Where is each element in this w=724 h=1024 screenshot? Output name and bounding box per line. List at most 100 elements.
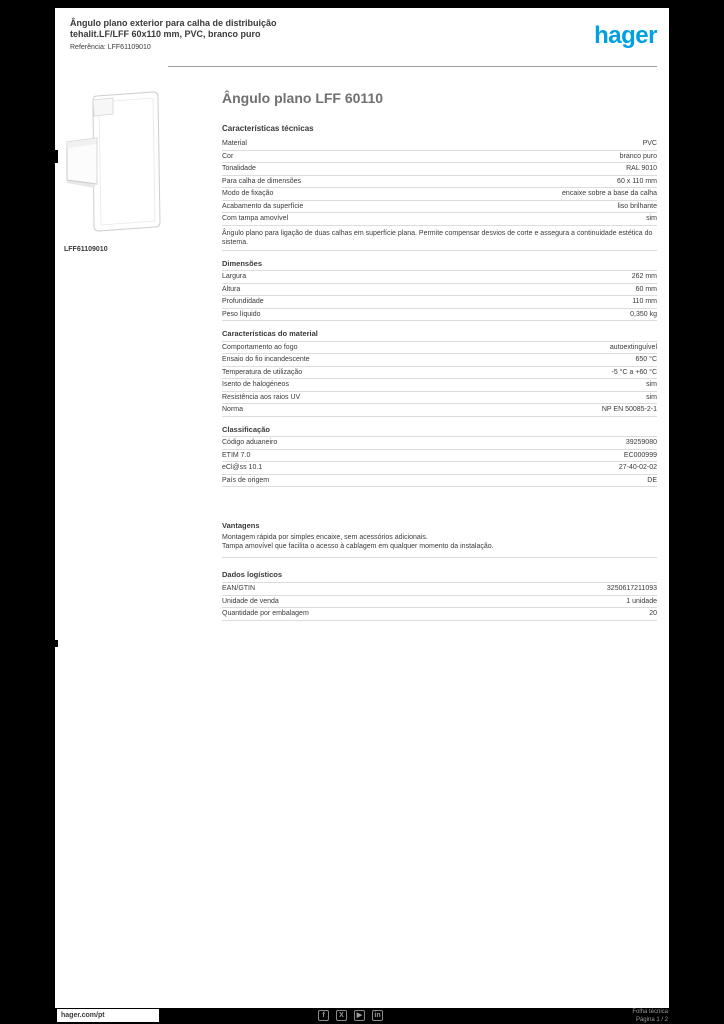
spec-group-title: Dimensões xyxy=(222,251,657,271)
spec-label: Tonalidade xyxy=(222,165,256,172)
spec-row: Modo de fixação encaixe sobre a base da c… xyxy=(222,188,657,201)
spec-row: Comportamento ao fogo autoextinguível xyxy=(222,342,657,354)
spec-row: Resistência aos raios UV sim xyxy=(222,392,657,404)
spec-value: 1 unidade xyxy=(626,597,657,605)
footer-doc-type: Folha técnica xyxy=(632,1009,668,1015)
spec-label: Modo de fixação xyxy=(222,190,274,197)
spec-group-title: Características do material xyxy=(222,321,657,342)
spec-row: Peso líquido 0,350 kg xyxy=(222,309,657,321)
spec-label: Cor xyxy=(222,152,234,160)
document-title-line2: tehalit.LF/LFF 60x110 mm, PVC, branco pu… xyxy=(70,29,261,39)
registration-mark-bottom xyxy=(48,640,58,647)
youtube-icon[interactable]: ▶ xyxy=(354,1010,365,1021)
x-icon[interactable]: X xyxy=(336,1010,347,1021)
document-title-line1: Ângulo plano exterior para calha de dist… xyxy=(70,18,277,28)
product-title: Ângulo plano LFF 60110 xyxy=(222,90,384,106)
spec-label: Comportamento ao fogo xyxy=(222,343,298,351)
spec-row: Com tampa amovível sim xyxy=(222,213,657,226)
spec-row: ETIM 7.0 EC000999 xyxy=(222,450,657,462)
spec-label: Com tampa amovível xyxy=(222,215,289,222)
spec-value: 27-40-02-02 xyxy=(618,464,657,471)
logistics-header: Dados logísticos xyxy=(222,570,657,583)
advantages-lines: Montagem rápida por simples encaixe, sem… xyxy=(222,533,657,551)
datasheet-page: Ângulo plano exterior para calha de dist… xyxy=(55,8,669,1008)
advantages-section: Vantagens Montagem rápida por simples en… xyxy=(222,521,657,558)
spec-label: Peso líquido xyxy=(222,310,261,318)
spec-value: EC000999 xyxy=(623,451,657,459)
spec-value: encaixe sobre a base da calha xyxy=(562,190,657,197)
logistics-row: EAN/GTIN 3250617211093 xyxy=(222,583,657,596)
spec-label: Para calha de dimensões xyxy=(222,177,301,185)
spec-label: Material xyxy=(222,140,247,147)
spec-row: Temperatura de utilização -5 °C a +60 °C xyxy=(222,367,657,379)
spec-label: Quantidade por embalagem xyxy=(222,610,309,617)
spec-row: Norma NP EN 50085-2-1 xyxy=(222,404,657,417)
spec-value: branco puro xyxy=(619,152,657,160)
spec-label: EAN/GTIN xyxy=(222,585,256,592)
spec-label: Altura xyxy=(222,285,241,293)
spec-value: 60 x 110 mm xyxy=(617,177,657,185)
spec-row: Largura 262 mm xyxy=(222,271,657,284)
spec-row: eCl@ss 10.1 27-40-02-02 xyxy=(222,462,657,475)
spec-value: 262 mm xyxy=(631,273,657,280)
spec-label: Resistência aos raios UV xyxy=(222,393,301,401)
spec-row: Para calha de dimensões 60 x 110 mm xyxy=(222,176,657,188)
spec-value: 3250617211093 xyxy=(606,585,657,592)
document-reference: Referência: LFF61109010 xyxy=(70,44,151,51)
advantage-line: Montagem rápida por simples encaixe, sem… xyxy=(222,534,428,541)
spec-label: Isento de halogéneos xyxy=(222,381,289,388)
spec-value: 60 mm xyxy=(635,285,657,293)
spec-value: sim xyxy=(646,393,657,401)
spec-row: Ensaio do fio incandescente 650 °C xyxy=(222,354,657,367)
footer-page-info: Folha técnica Página 1 / 2 xyxy=(632,1009,668,1024)
spec-note: Ângulo plano para ligação de duas calhas… xyxy=(222,226,657,251)
spec-label: Código aduaneiro xyxy=(222,439,278,446)
spec-value: DE xyxy=(647,476,657,484)
product-image xyxy=(61,88,167,238)
logistics-row: Quantidade por embalagem 20 xyxy=(222,608,657,621)
header-title-block: Ângulo plano exterior para calha de dist… xyxy=(70,18,277,51)
spec-label: Ensaio do fio incandescente xyxy=(222,356,310,363)
spec-label: Acabamento da superfície xyxy=(222,202,304,210)
spec-label: Largura xyxy=(222,273,247,280)
tech-characteristics-header: Características técnicas xyxy=(222,124,314,133)
hager-logo: hager xyxy=(594,22,657,49)
spec-label: eCl@ss 10.1 xyxy=(222,464,263,471)
spec-value: -5 °C a +60 °C xyxy=(611,368,657,376)
spec-label: País de origem xyxy=(222,476,270,484)
advantages-header: Vantagens xyxy=(222,521,260,530)
spec-row: Cor branco puro xyxy=(222,151,657,163)
spec-value: NP EN 50085-2-1 xyxy=(601,406,657,413)
spec-value: 20 xyxy=(649,610,657,617)
product-image-caption: LFF61109010 xyxy=(64,246,108,253)
spec-value: 0,350 kg xyxy=(630,310,657,318)
spec-label: Temperatura de utilização xyxy=(222,368,303,376)
spec-value: PVC xyxy=(642,140,657,147)
spec-label: Unidade de venda xyxy=(222,597,279,605)
spec-label: Norma xyxy=(222,406,244,413)
advantage-line: Tampa amovível que facilita o acesso à c… xyxy=(222,543,494,550)
spec-label: ETIM 7.0 xyxy=(222,451,251,459)
header-divider xyxy=(168,66,657,67)
spec-value: 39259080 xyxy=(625,439,657,446)
registration-mark-top xyxy=(48,150,58,163)
content-column: Ângulo plano LFF 60110 Características t… xyxy=(222,90,657,621)
spec-row: Isento de halogéneos sim xyxy=(222,379,657,392)
facebook-icon[interactable]: f xyxy=(318,1010,329,1021)
spec-value: 650 °C xyxy=(635,356,657,363)
spec-value: sim xyxy=(646,215,657,222)
linkedin-icon[interactable]: in xyxy=(372,1010,383,1021)
spec-group-title: Classificação xyxy=(222,417,657,437)
spec-value: sim xyxy=(646,381,657,388)
logistics-row: Unidade de venda 1 unidade xyxy=(222,596,657,608)
spec-row: Material PVC xyxy=(222,138,657,151)
spec-value: autoextinguível xyxy=(609,343,657,351)
website-link[interactable]: hager.com/pt xyxy=(57,1009,159,1022)
